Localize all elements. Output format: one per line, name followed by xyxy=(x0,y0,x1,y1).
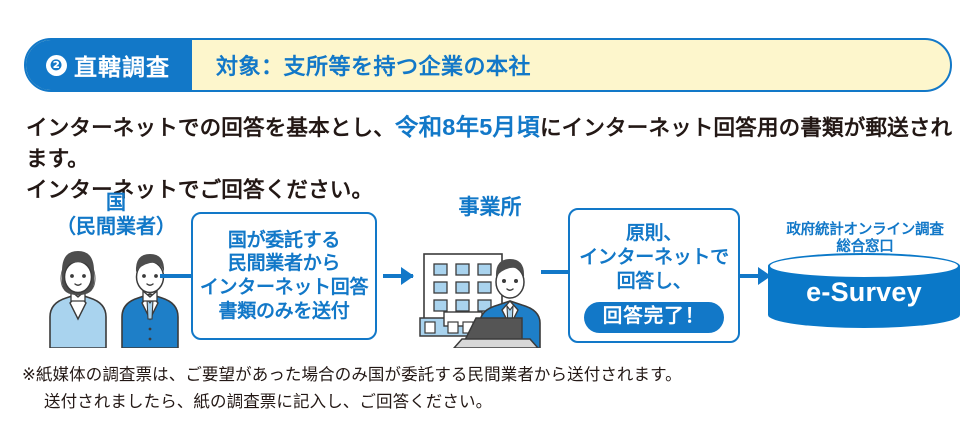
label-esurvey-line1: 政府統計オンライン調査 xyxy=(786,222,944,238)
office-worker-illustration xyxy=(418,240,564,349)
connector-office-to-box2 xyxy=(541,270,571,274)
footnote-line2: 送付されましたら、紙の調査票に記入し、ご回答ください。 xyxy=(44,392,493,411)
cylinder-top xyxy=(768,253,960,279)
box2-line1: 原則、 xyxy=(625,223,683,245)
lead-line2: インターネットでご回答ください。 xyxy=(26,177,374,202)
box1-line1: 国が委託する xyxy=(227,229,341,251)
box1-line3: インターネット回答 xyxy=(199,277,369,298)
label-esurvey-portal: 政府統計オンライン調査 総合窓口 xyxy=(770,222,960,257)
section-target-label: 対象：支所等を持つ企業の本社 xyxy=(216,54,532,79)
esurvey-cylinder: e-Survey xyxy=(768,253,960,328)
label-kuni-line1: 国 xyxy=(106,192,126,214)
section-tag: ❷ 直轄調査 xyxy=(26,40,192,90)
lead-line1-after: にインターネット回答用の書類が郵送されます。 xyxy=(26,116,953,172)
footnote-line1: ※紙媒体の調査票は、ご要望があった場合のみ国が委託する民間業者から送付されます。 xyxy=(22,366,682,384)
section-number-badge: ❷ xyxy=(46,54,67,76)
label-kuni-line2: （民間業者） xyxy=(56,215,176,238)
label-jigyosho: 事業所 xyxy=(458,196,522,219)
flow-diagram: 国 （民間業者） xyxy=(0,190,976,355)
office-building-icon xyxy=(419,253,541,349)
box-delegated-mailing: 国が委託する 民間業者から インターネット回答 書類のみを送付 xyxy=(191,212,377,340)
lead-line1-before: インターネットでの回答を基本とし、 xyxy=(26,116,395,140)
box1-line2: 民間業者から xyxy=(227,253,341,275)
esurvey-label: e-Survey xyxy=(806,277,922,307)
arrow-box2-to-esurvey xyxy=(740,274,770,278)
label-esurvey-line2: 総合窓口 xyxy=(836,239,894,256)
connector-people-to-box1 xyxy=(160,274,194,278)
section-header-band: ❷ 直轄調査 対象：支所等を持つ企業の本社 xyxy=(24,38,952,92)
box-internet-response: 原則、 インターネットで 回答し、 回答完了！ xyxy=(568,208,740,343)
people-icon xyxy=(49,251,179,349)
box2-line3: 回答し、 xyxy=(616,270,692,292)
response-complete-badge: 回答完了！ xyxy=(583,302,725,333)
box1-line4: 書類のみを送付 xyxy=(218,300,350,322)
label-kuni: 国 （民間業者） xyxy=(42,192,190,239)
lead-date-highlight: 令和8年5月頃 xyxy=(394,114,540,140)
two-business-people-illustration xyxy=(44,245,190,349)
section-tag-label: 直轄調査 xyxy=(74,54,170,80)
arrow-box1-to-office xyxy=(383,274,413,278)
box2-line2: インターネットで xyxy=(579,246,729,268)
footnote: ※紙媒体の調査票は、ご要望があった場合のみ国が委託する民間業者から送付されます。… xyxy=(22,362,962,415)
lead-paragraph: インターネットでの回答を基本とし、令和8年5月頃にインターネット回答用の書類が郵… xyxy=(26,111,956,205)
